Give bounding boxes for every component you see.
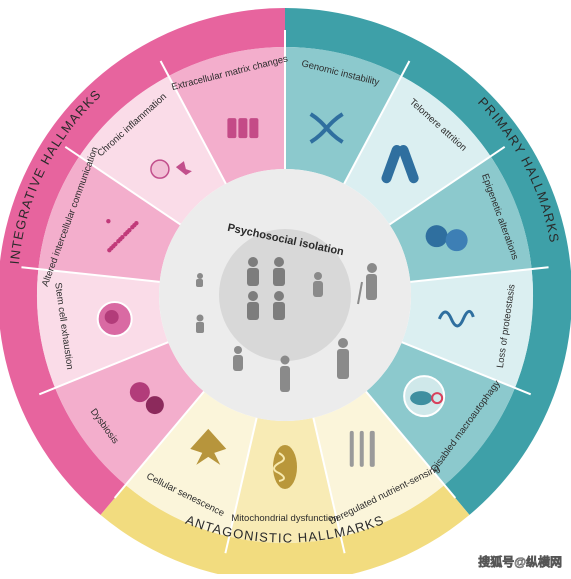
child-icon: [233, 346, 243, 371]
person-icon: [313, 272, 323, 297]
microbe-icon: [129, 382, 164, 415]
cell-divider: [113, 390, 205, 499]
dna-helix-icon: [309, 112, 344, 144]
signal-dots-icon: [106, 218, 139, 253]
hallmark-cell: [38, 156, 181, 282]
autophagosome-icon: [403, 375, 446, 418]
outer-band-antagonistic: [100, 484, 470, 579]
person-icon: [273, 257, 285, 286]
hallmark-cell: [125, 391, 257, 537]
hallmark-cell: [365, 342, 515, 485]
cell-divider: [401, 341, 532, 396]
cell-divider: [343, 60, 411, 185]
protein-fold-icon: [437, 309, 475, 328]
cell-divider: [388, 145, 506, 226]
person-icon: [247, 257, 259, 286]
elderly-person-icon: [357, 263, 377, 305]
cell-divider: [224, 417, 258, 554]
hallmark-cell: [168, 47, 285, 184]
cell-divider: [365, 390, 457, 499]
stem-cell-icon: [96, 300, 133, 337]
outer-band-primary: [285, 8, 571, 515]
center-people-group: [247, 257, 285, 320]
person-icon: [337, 338, 349, 379]
child-icon: [196, 314, 204, 333]
hallmark-cells-ring: [36, 47, 533, 544]
person-icon: [247, 291, 259, 320]
cutlery-icon: [349, 430, 375, 467]
hallmark-icons: [96, 112, 475, 489]
person-icon: [280, 355, 290, 392]
outer-ring: [0, 8, 571, 579]
hallmark-cell: [55, 342, 205, 485]
withered-leaf-icon: [190, 428, 227, 465]
hallmark-cell: [389, 156, 532, 282]
cell-dividers: [21, 30, 549, 554]
baby-icon: [196, 273, 203, 287]
cell-divider: [312, 417, 346, 554]
person-icon: [273, 291, 285, 320]
outer-band-integrative: [0, 8, 285, 515]
hallmark-cell: [313, 391, 445, 537]
hallmark-cell: [401, 269, 533, 388]
cell-divider: [21, 266, 160, 283]
watermark: 搜狐号@纵横网: [478, 554, 562, 569]
inflammation-cell-icon: [150, 159, 192, 179]
hallmark-cell: [79, 76, 226, 225]
hallmark-label: Mitochondrial dysfunction: [231, 513, 338, 524]
isolated-people: [196, 263, 377, 392]
mitochondrion-icon: [273, 445, 297, 489]
cell-divider: [159, 60, 227, 185]
matrix-tissue-icon: [227, 118, 259, 139]
cell-divider: [64, 145, 182, 226]
cell-divider: [410, 266, 549, 283]
chromosome-icon: [381, 145, 419, 184]
nucleosome-icon: [425, 225, 468, 252]
cell-divider: [38, 341, 169, 396]
hallmark-cell: [344, 76, 491, 225]
